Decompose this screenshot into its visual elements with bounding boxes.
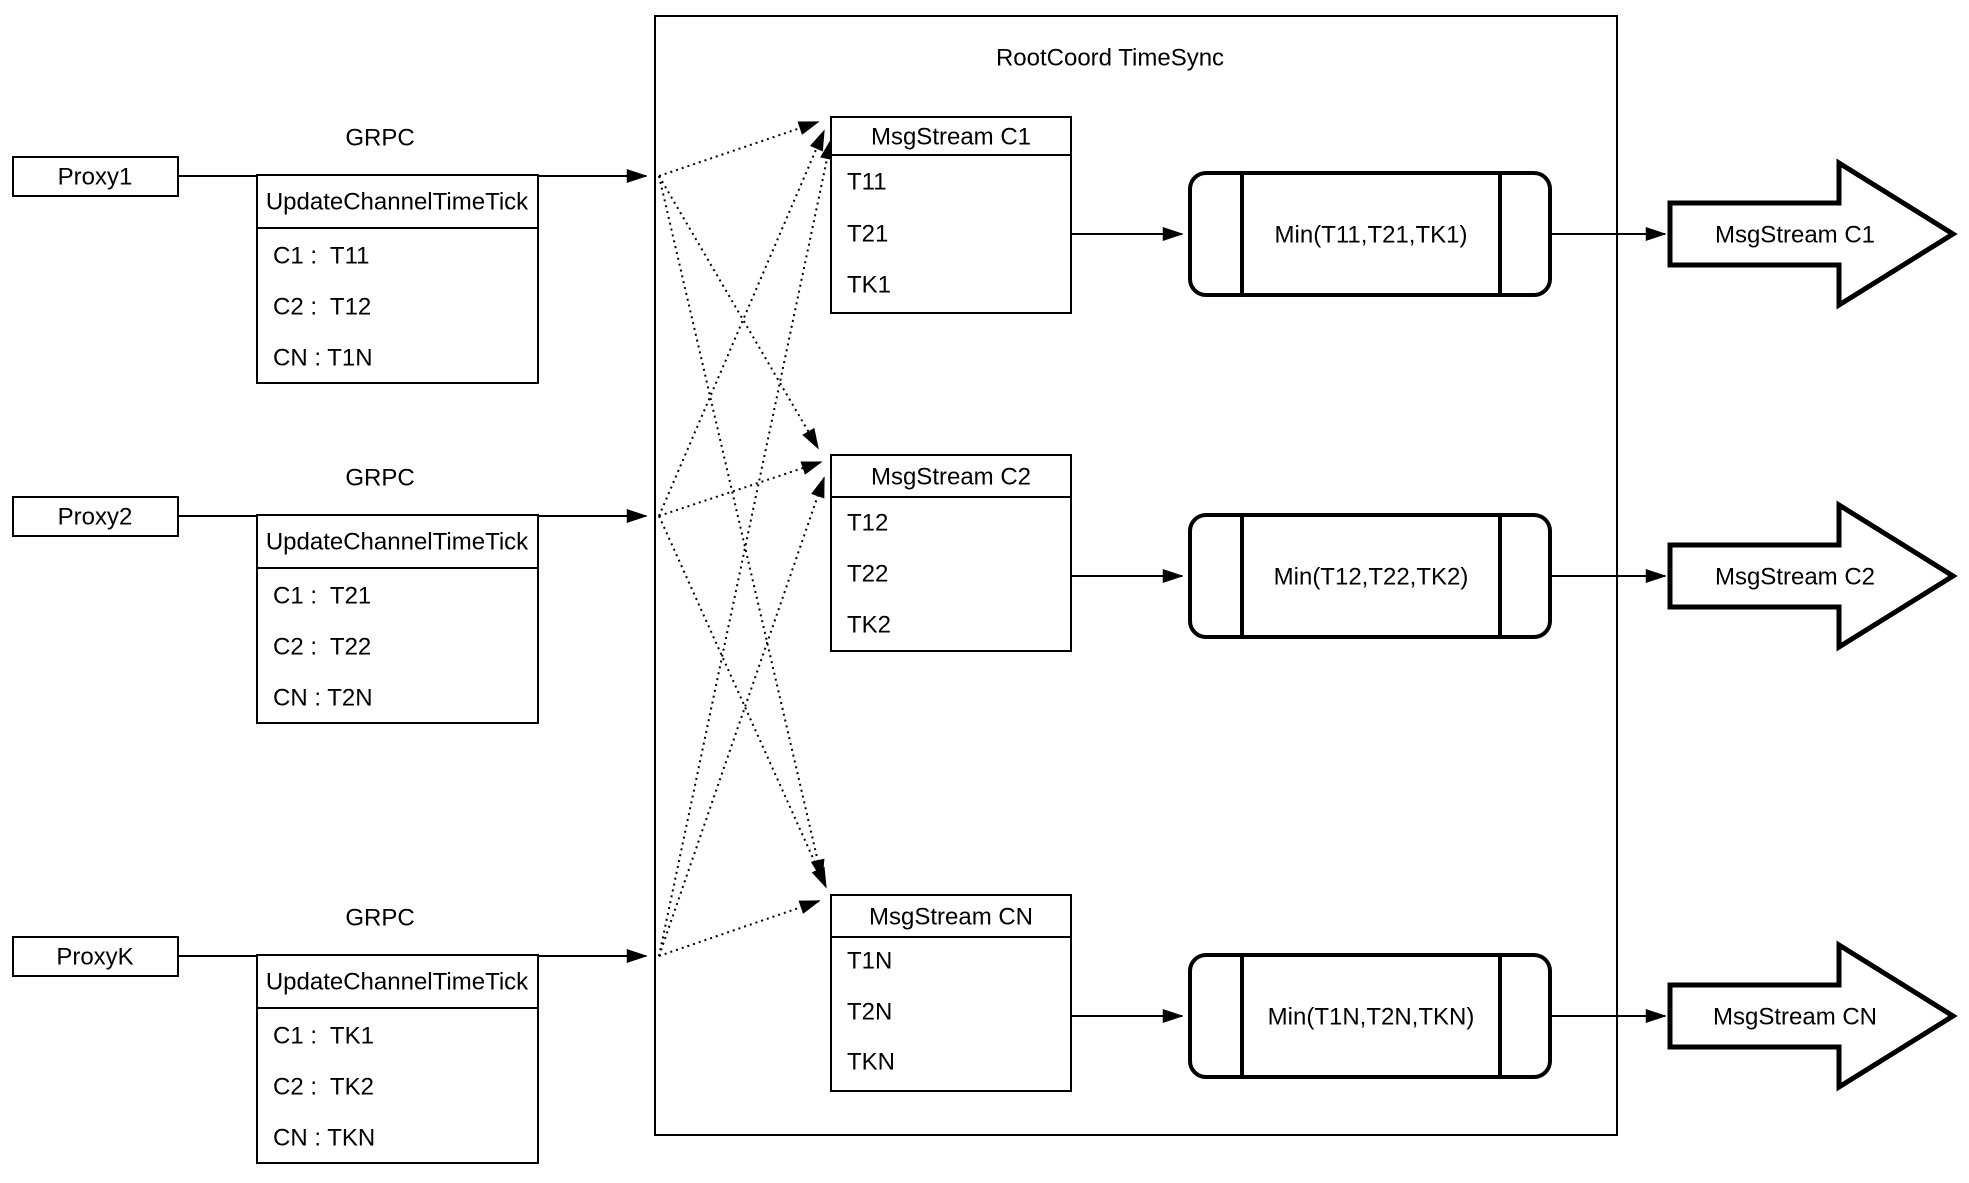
- tick-table-2-row-2: C2 : T22: [273, 634, 371, 661]
- output-arrow-c2-label: MsgStream C2: [1715, 564, 1875, 591]
- proxyk-label: ProxyK: [56, 944, 133, 971]
- tick-table-3-header: UpdateChannelTimeTick: [266, 969, 529, 996]
- tick-table-3-row-1: C1 : TK1: [273, 1023, 374, 1050]
- grpc-label-1: GRPC: [345, 125, 414, 152]
- tick-table-2-header: UpdateChannelTimeTick: [266, 529, 529, 556]
- stream-table-cn-header: MsgStream CN: [869, 904, 1033, 931]
- dotted-wire-p2-c2: [658, 461, 823, 517]
- output-arrow-cn-label: MsgStream CN: [1713, 1004, 1877, 1031]
- tick-table-3-frame: [256, 954, 539, 1164]
- stream-table-cn-row-2: T2N: [847, 999, 892, 1026]
- stream-table-c2-frame: [830, 454, 1072, 652]
- min-box-c1: Min(T11,T21,TK1): [1188, 171, 1552, 297]
- tick-table-1-frame: [256, 174, 539, 384]
- min-box-cn-label: Min(T1N,T2N,TKN): [1268, 1004, 1475, 1031]
- tick-table-3: UpdateChannelTimeTick C1 : TK1 C2 : TK2 …: [256, 954, 539, 1164]
- dotted-wire-pk-c1: [658, 138, 834, 957]
- proxy2-box: [12, 496, 179, 537]
- output-arrow-cn: MsgStream CN: [1667, 940, 1958, 1092]
- dotted-wire-pk-c2: [658, 476, 825, 957]
- stream-table-cn: MsgStream CN T1N T2N TKN: [830, 894, 1072, 1092]
- stream-table-c2: MsgStream C2 T12 T22 TK2: [830, 454, 1072, 652]
- stream-table-c2-row-3: TK2: [847, 612, 891, 639]
- dotted-wire-p2-cn: [658, 515, 827, 889]
- output-arrow-c1-shape: [1667, 158, 1958, 310]
- proxy2-label: Proxy2: [58, 504, 133, 531]
- proxy1-box: [12, 156, 179, 197]
- tick-table-1-row-3: CN : T1N: [273, 345, 373, 372]
- output-arrow-c2-shape: [1667, 500, 1958, 652]
- dotted-wire-p1-c1: [658, 121, 820, 177]
- rootcoord-title: RootCoord TimeSync: [996, 45, 1224, 72]
- stream-table-c2-row-2: T22: [847, 561, 888, 588]
- output-arrow-c1-label: MsgStream C1: [1715, 222, 1875, 249]
- min-box-c2: Min(T12,T22,TK2): [1188, 513, 1552, 639]
- tick-table-3-row-2: C2 : TK2: [273, 1074, 374, 1101]
- min-box-c1-label: Min(T11,T21,TK1): [1275, 222, 1468, 249]
- min-box-c2-label: Min(T12,T22,TK2): [1274, 564, 1469, 591]
- stream-table-c2-row-1: T12: [847, 510, 888, 537]
- stream-table-cn-row-1: T1N: [847, 948, 892, 975]
- tick-table-1-row-1: C1 : T11: [273, 243, 370, 270]
- output-arrow-c2: MsgStream C2: [1667, 500, 1958, 652]
- output-arrow-cn-shape: [1667, 940, 1958, 1092]
- min-box-cn: Min(T1N,T2N,TKN): [1188, 953, 1552, 1079]
- stream-table-c1-row-2: T21: [847, 221, 888, 248]
- stream-table-cn-row-3: TKN: [847, 1049, 895, 1076]
- dotted-wire-pk-cn: [658, 900, 821, 957]
- proxy1-label: Proxy1: [58, 164, 133, 191]
- stream-table-c1-row-1: T11: [847, 169, 887, 196]
- tick-table-3-row-3: CN : TKN: [273, 1125, 375, 1152]
- grpc-label-3: GRPC: [345, 905, 414, 932]
- dotted-wire-p1-c2: [658, 175, 819, 450]
- stream-table-c1-header: MsgStream C1: [871, 124, 1031, 151]
- tick-table-2-row-3: CN : T2N: [273, 685, 373, 712]
- tick-table-2-frame: [256, 514, 539, 724]
- tick-table-1-header: UpdateChannelTimeTick: [266, 189, 529, 216]
- dotted-wire-p1-cn: [658, 175, 825, 881]
- tick-table-1-row-2: C2 : T12: [273, 294, 371, 321]
- stream-table-c2-header: MsgStream C2: [871, 464, 1031, 491]
- stream-table-c1: MsgStream C1 T11 T21 TK1: [830, 116, 1072, 314]
- stream-table-cn-frame: [830, 894, 1072, 1092]
- tick-table-1: UpdateChannelTimeTick C1 : T11 C2 : T12 …: [256, 174, 539, 384]
- stream-table-c1-frame: [830, 116, 1072, 314]
- dotted-wire-p2-c1: [658, 129, 825, 517]
- grpc-label-2: GRPC: [345, 465, 414, 492]
- tick-table-2: UpdateChannelTimeTick C1 : T21 C2 : T22 …: [256, 514, 539, 724]
- stream-table-c1-row-3: TK1: [847, 272, 891, 299]
- tick-table-2-row-1: C1 : T21: [273, 583, 371, 610]
- output-arrow-c1: MsgStream C1: [1667, 158, 1958, 310]
